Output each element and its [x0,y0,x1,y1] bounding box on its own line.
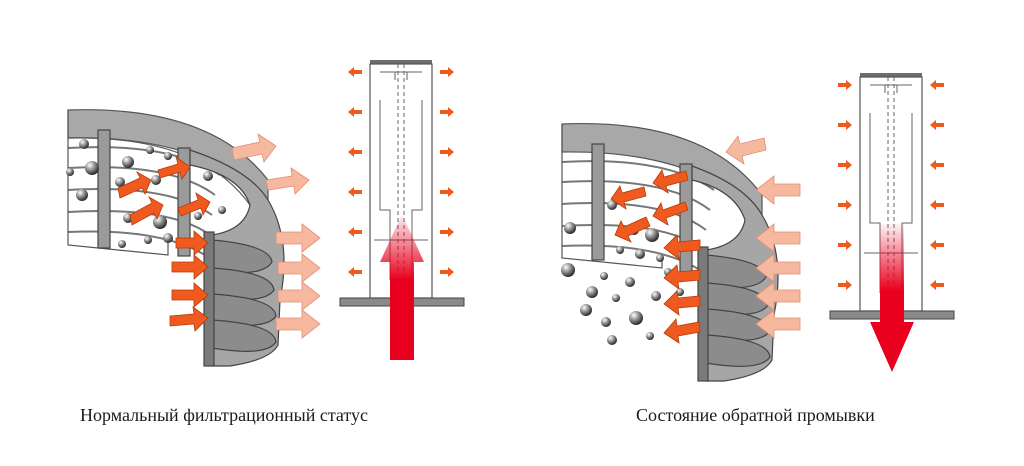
side-arrows-backwash [838,80,944,290]
inflow-arrows-backwash [725,135,801,339]
outflow-arrows-normal [231,133,321,339]
side-arrows-normal [348,67,454,277]
filter-column-normal [339,60,465,360]
inflow-arrows-normal [117,156,211,332]
upward-flow-arrow [380,214,424,360]
filter-column-backwash [829,73,955,372]
outflow-arrows-backwash [610,169,701,344]
filter-cross-section-normal [66,109,321,367]
particles-normal [66,139,226,248]
downward-flow-arrow [870,224,914,372]
filter-cross-section-backwash [561,122,801,382]
particles-backwash [561,200,684,345]
caption-normal-filtration: Нормальный фильтрационный статус [80,405,369,425]
caption-backwash: Состояние обратной промывки [636,405,875,425]
